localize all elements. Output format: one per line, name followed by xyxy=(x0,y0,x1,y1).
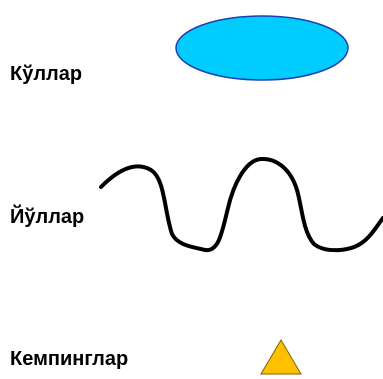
legend-label-roads: Йўллар xyxy=(10,206,85,228)
road-symbol-icon xyxy=(99,156,383,253)
lake-symbol-icon xyxy=(175,15,349,81)
legend-label-camps: Кемпинглар xyxy=(10,348,129,370)
camping-triangle-icon xyxy=(260,339,302,375)
legend-label-lakes: Кўллар xyxy=(10,63,83,85)
